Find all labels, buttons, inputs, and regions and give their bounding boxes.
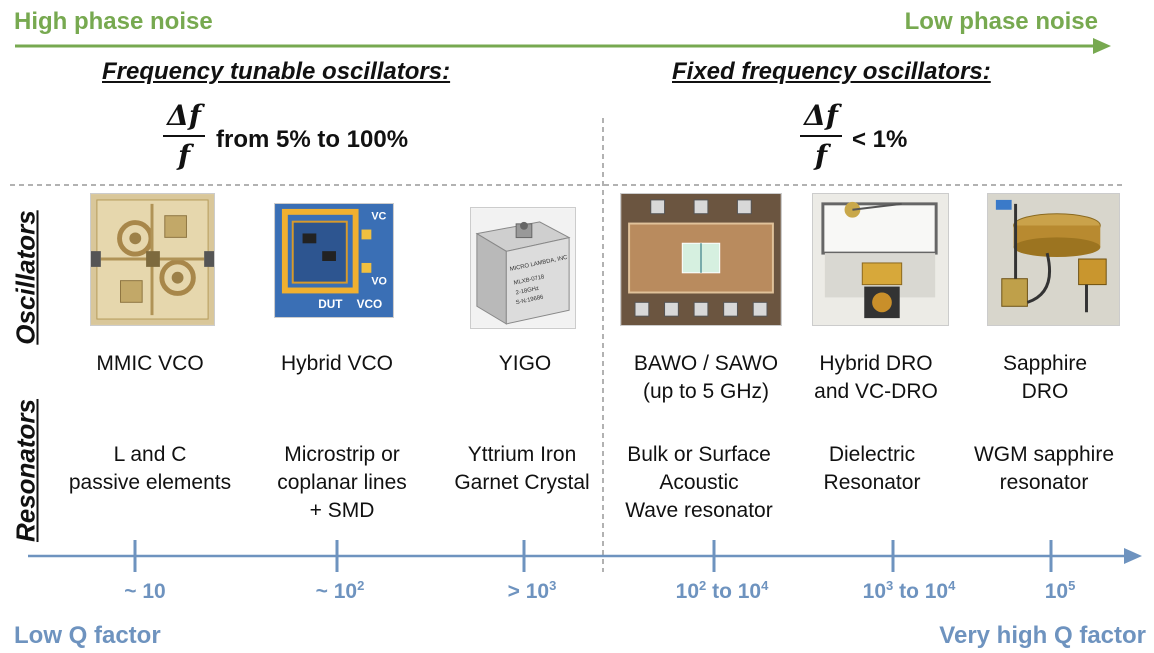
resonators-side-label: Resonators <box>10 398 41 543</box>
oscillator-label-bawo-sawo: BAWO / SAWO(up to 5 GHz) <box>633 352 779 403</box>
saw-die-photo <box>620 193 782 326</box>
q-label-4: 102 to 104 <box>675 578 769 603</box>
photo-text-vc: VC <box>371 211 386 223</box>
dro-cavity-photo <box>812 193 949 326</box>
delta-f-fraction-tunable: Δf f <box>163 102 205 170</box>
oscillators-side-label: Oscillators <box>10 210 41 345</box>
photo-text-serial: S-N:19686 <box>515 294 544 306</box>
q-axis-arrowhead <box>1124 548 1142 564</box>
mmic-chip-photo <box>90 193 215 326</box>
fraction-numerator: Δf <box>804 99 838 132</box>
q-label-1: ~ 10 <box>124 580 166 603</box>
oscillator-label-hybrid-vco: Hybrid VCO <box>280 352 394 375</box>
high-phase-noise-label: High phase noise <box>14 8 213 35</box>
oscillator-label-yigo: YIGO <box>498 352 552 375</box>
hybrid-vco-photo: VC VO DUT VCO <box>274 203 394 318</box>
fraction-denominator: f <box>177 139 191 172</box>
fraction-numerator: Δf <box>167 99 201 132</box>
tunable-condition: from 5% to 100% <box>216 126 409 153</box>
low-phase-noise-label: Low phase noise <box>904 8 1098 35</box>
yigo-photo: MICRO LAMBDA, INC MLXB-0718 2-18GHz S-N:… <box>470 207 576 329</box>
q-label-2: ~ 102 <box>315 578 365 603</box>
sapphire-dro-photo <box>987 193 1120 326</box>
photo-text-dut: DUT <box>318 298 343 311</box>
fixed-condition: < 1% <box>852 126 908 153</box>
fixed-section-title: Fixed frequency oscillators: <box>672 58 991 85</box>
q-label-6: 105 <box>1044 578 1076 603</box>
oscillator-label-mmic-vco: MMIC VCO <box>96 352 204 375</box>
phase-noise-arrowhead <box>1093 38 1111 54</box>
q-label-5: 103 to 104 <box>862 578 956 603</box>
delta-f-fraction-fixed: Δf f <box>800 102 842 170</box>
fraction-denominator: f <box>814 139 828 172</box>
very-high-q-factor-label: Very high Q factor <box>939 622 1146 649</box>
q-label-3: > 103 <box>507 578 557 603</box>
tunable-section-title: Frequency tunable oscillators: <box>102 58 451 85</box>
low-q-factor-label: Low Q factor <box>14 622 161 649</box>
photo-text-vo: VO <box>371 276 387 288</box>
photo-text-range: 2-18GHz <box>515 286 539 297</box>
photo-text-vco: VCO <box>357 298 383 311</box>
